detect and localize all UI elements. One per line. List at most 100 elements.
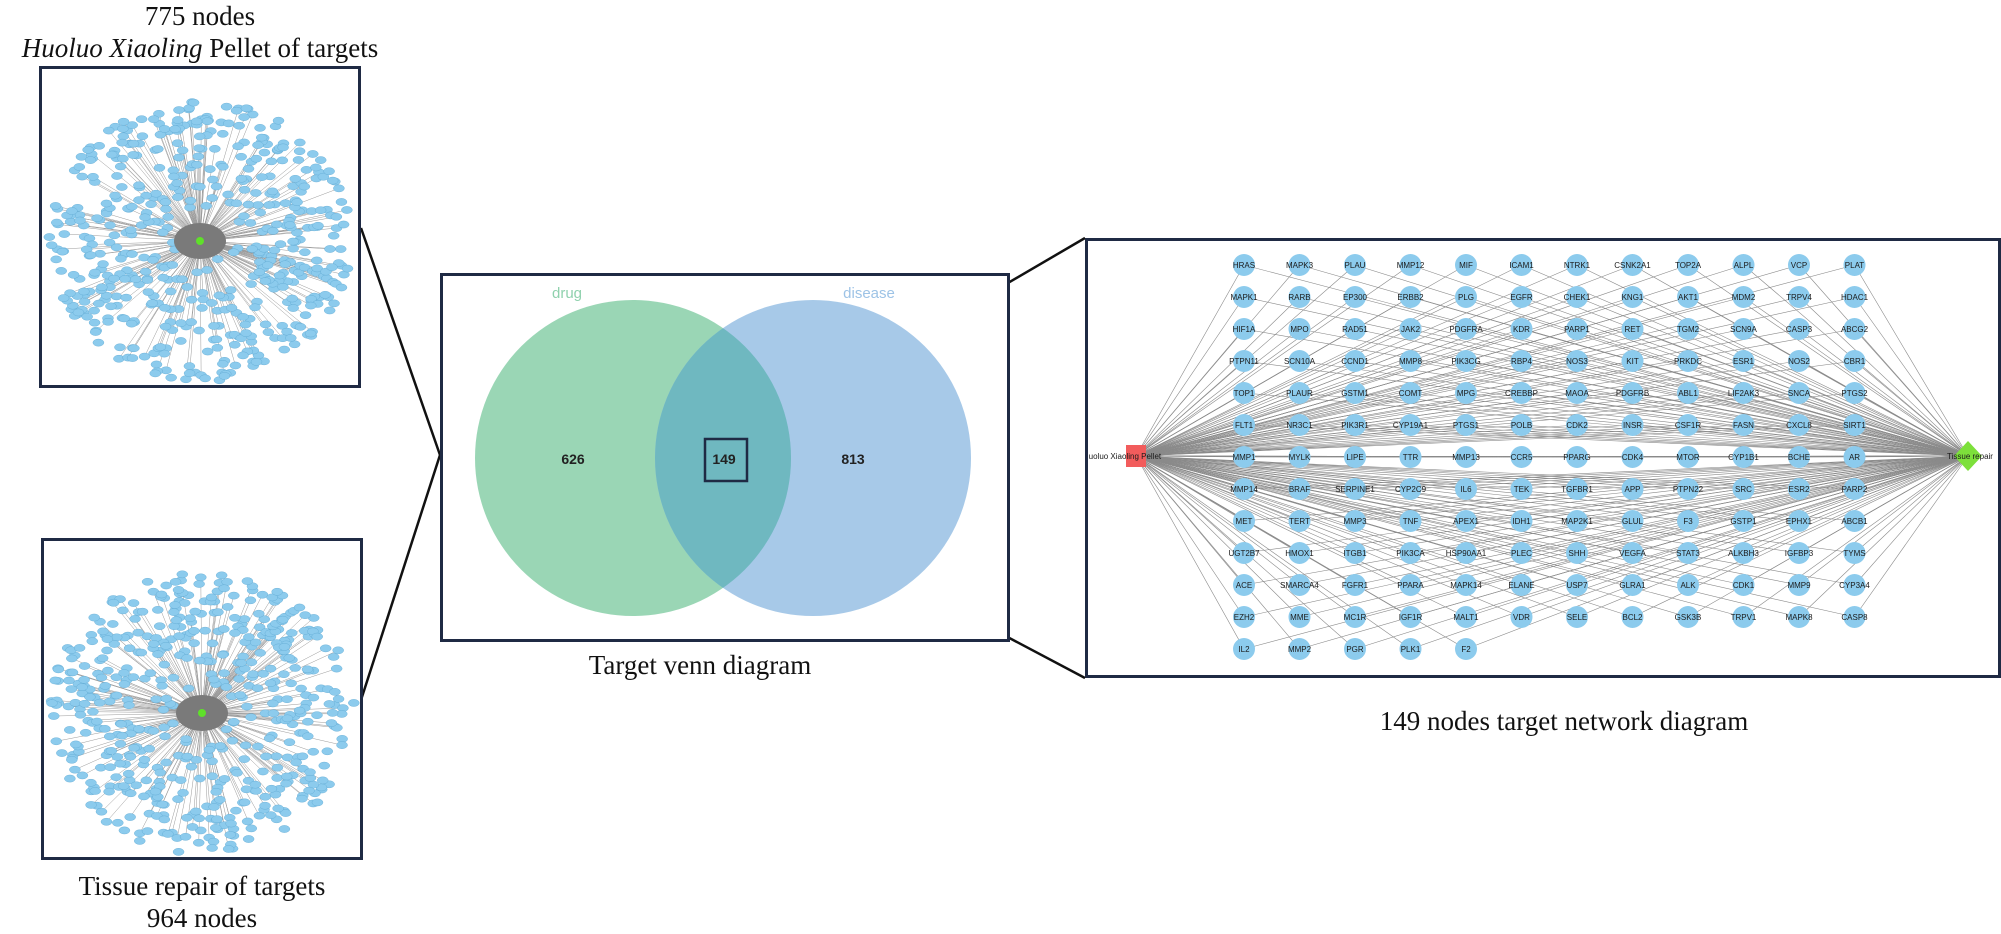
bottom-network-node — [205, 593, 218, 602]
network-node-label: PTPN11 — [1229, 357, 1259, 366]
bottom-network-node — [110, 691, 123, 700]
edge-to-right-hub — [1854, 360, 1969, 457]
network-node — [1455, 606, 1477, 628]
top-network-node — [225, 304, 238, 312]
network-node-label: RARB — [1288, 293, 1310, 302]
top-network-node — [169, 125, 181, 133]
top-network-node — [51, 218, 63, 227]
bottom-network-node — [173, 632, 185, 640]
top-network-node — [75, 153, 88, 161]
edge-from-left-hub — [1135, 392, 1744, 457]
bottom-network-node — [99, 682, 111, 690]
network-node-label: PLAU — [1345, 261, 1366, 270]
bottom-network-node — [180, 735, 192, 743]
bottom-network-node — [266, 593, 278, 602]
bottom-network-node — [231, 769, 243, 777]
network-node-label: APP — [1624, 485, 1640, 494]
top-network-node — [287, 244, 299, 253]
bottom-network-node — [73, 644, 86, 652]
network-node-label: MALT1 — [1453, 613, 1479, 622]
top-network-node — [254, 208, 266, 217]
network-node — [1677, 254, 1699, 276]
network-node-label: BCL2 — [1622, 613, 1643, 622]
network-node-label: PIK3CG — [1451, 357, 1480, 366]
bottom-network-node — [280, 779, 292, 788]
bottom-network-node — [85, 801, 97, 809]
edge-from-left-hub — [1135, 455, 1245, 650]
bottom-network-node — [69, 765, 81, 774]
network-node — [1843, 414, 1866, 436]
top-network-node — [88, 306, 100, 315]
top-network-node — [106, 150, 118, 159]
network-node-label: PLG — [1458, 293, 1474, 302]
bottom-network-node — [156, 800, 168, 809]
top-network-node — [127, 139, 140, 148]
edge-from-left-hub — [1135, 455, 1356, 618]
network-node — [1288, 478, 1311, 500]
top-network-node — [238, 186, 251, 194]
network-node — [1788, 318, 1810, 340]
top-network-node — [201, 266, 213, 274]
network-node-label: TEK — [1514, 485, 1530, 494]
bottom-network-node — [233, 675, 245, 683]
network-node-label: HIF1A — [1233, 325, 1256, 334]
top-network-node — [265, 157, 278, 166]
top-network-node — [255, 133, 268, 142]
bottom-network-node — [278, 825, 291, 833]
network-node-label: TYMS — [1843, 549, 1865, 558]
top-network-node — [253, 268, 266, 276]
top-network-node — [311, 264, 323, 273]
bottom-network-node — [216, 650, 229, 659]
bottom-network-node — [123, 644, 136, 653]
bottom-network-edge — [133, 602, 203, 714]
top-network-node — [91, 214, 103, 222]
network-node-label: MAPK8 — [1785, 613, 1813, 622]
network-node-label: MC1R — [1344, 613, 1367, 622]
bottom-network-node — [303, 786, 315, 795]
network-node — [1399, 606, 1422, 628]
top-network-node — [291, 198, 303, 206]
top-network-node — [57, 294, 70, 302]
bottom-network-node — [118, 680, 131, 688]
bottom-network-panel — [41, 538, 363, 860]
network-node — [1233, 446, 1255, 468]
top-network-node — [250, 189, 262, 197]
bottom-network-node — [259, 792, 271, 801]
top-network-node — [298, 263, 311, 272]
bottom-network-node — [281, 695, 293, 703]
bottom-network-node — [299, 611, 311, 619]
bottom-network-node — [290, 758, 302, 767]
top-network-node — [315, 156, 327, 164]
edge-from-left-hub — [1135, 360, 1855, 457]
network-node-label: F3 — [1683, 517, 1693, 526]
top-network-node — [142, 288, 155, 296]
network-node-label: PDGFRB — [1616, 389, 1649, 398]
bottom-network-node — [207, 837, 220, 846]
bottom-network-node — [111, 753, 124, 761]
network-node-label: TOP1 — [1234, 389, 1255, 398]
network-node-label: COMT — [1399, 389, 1423, 398]
top-network-node — [45, 241, 58, 250]
bottom-network-node — [110, 673, 123, 682]
network-node-label: MMP1 — [1232, 453, 1256, 462]
top-network-node — [114, 343, 126, 352]
top-network-node — [326, 263, 338, 271]
bottom-network-node — [91, 717, 103, 726]
top-network-node — [235, 152, 247, 161]
network-node-label: APEX1 — [1453, 517, 1479, 526]
target-network-caption: 149 nodes target network diagram — [1379, 706, 1749, 736]
network-node-label: EPHX1 — [1786, 517, 1813, 526]
top-network-node — [76, 172, 88, 181]
network-node-label: MME — [1290, 613, 1309, 622]
edge-from-left-hub — [1135, 455, 1633, 586]
top-network-node — [92, 338, 105, 347]
bottom-network-node — [226, 736, 239, 745]
bottom-network-node — [179, 832, 192, 841]
top-network-node — [126, 121, 138, 129]
network-node-label: TTR — [1403, 453, 1419, 462]
bottom-network-node — [319, 644, 332, 653]
top-network-node — [145, 200, 157, 209]
bottom-network-node — [253, 623, 266, 632]
network-node-label: MDM2 — [1732, 293, 1756, 302]
top-network-node — [227, 248, 240, 257]
